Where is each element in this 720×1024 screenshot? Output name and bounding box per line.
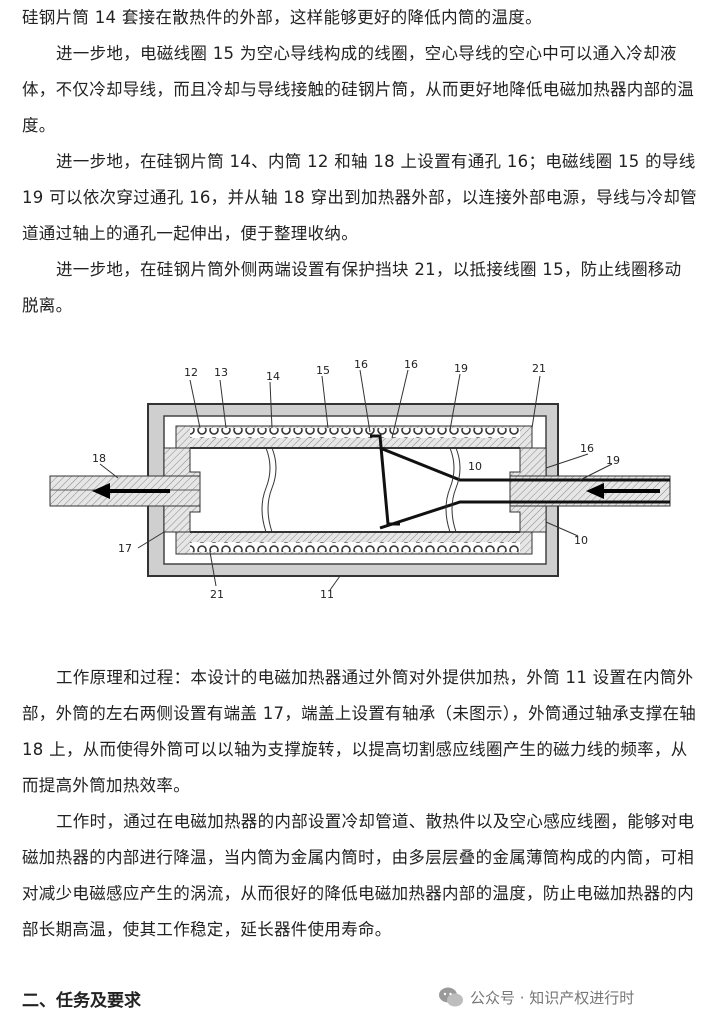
- paragraph-3: 进一步地，在硅钢片筒外侧两端设置有保护挡块 21，以抵接线圈 15，防止线圈移动…: [22, 260, 682, 315]
- label-19-b: 19: [606, 454, 620, 467]
- label-21-bottom: 21: [210, 588, 224, 601]
- break-lines: [261, 447, 461, 533]
- callout-lines: [99, 369, 613, 591]
- paragraph-4: 工作原理和过程：本设计的电磁加热器通过外筒对外提供加热，外筒 11 设置在内筒外…: [22, 668, 697, 795]
- paragraph-1: 进一步地，电磁线圈 15 为空心导线构成的线圈，空心导线的空心中可以通入冷却液体…: [22, 44, 694, 135]
- label-17: 17: [118, 542, 132, 555]
- watermark-text: 公众号 · 知识产权进行时: [470, 988, 635, 1007]
- paragraph-2: 进一步地，在硅钢片筒 14、内筒 12 和轴 18 上设置有通孔 16；电磁线圈…: [22, 152, 697, 243]
- label-21-top: 21: [532, 362, 546, 375]
- label-16-a: 16: [354, 358, 368, 371]
- part-labels: 12 13 14 15 16 16 19 21 18 10 16 19 17 2…: [92, 358, 620, 601]
- label-10-a: 10: [468, 460, 482, 473]
- paragraph-0: 硅钢片筒 14 套接在散热件的外部，这样能够更好的降低内筒的温度。: [22, 8, 542, 27]
- label-16-c: 16: [580, 442, 594, 455]
- heater-cross-section-figure: 12 13 14 15 16 16 19 21 18 10 16 19 17 2…: [49, 358, 671, 601]
- label-12: 12: [184, 366, 198, 379]
- section-heading: 二、任务及要求: [22, 991, 141, 1011]
- wechat-logo-icon: [439, 987, 463, 1007]
- label-11: 11: [320, 588, 334, 601]
- flow-arrow-right: [586, 483, 660, 499]
- label-13: 13: [214, 366, 228, 379]
- label-15: 15: [316, 364, 330, 377]
- lead-wire-19: [370, 434, 670, 530]
- label-10-b: 10: [574, 534, 588, 547]
- label-19: 19: [454, 362, 468, 375]
- label-14: 14: [266, 370, 280, 383]
- paragraph-5: 工作时，通过在电磁加热器的内部设置冷却管道、散热件以及空心感应线圈，能够对电磁加…: [22, 812, 695, 939]
- flow-arrow-left: [92, 483, 170, 499]
- watermark: 公众号 · 知识产权进行时: [438, 984, 634, 1010]
- label-18: 18: [92, 452, 106, 465]
- label-16-b: 16: [404, 358, 418, 371]
- inner-tube-and-coil: [175, 425, 533, 555]
